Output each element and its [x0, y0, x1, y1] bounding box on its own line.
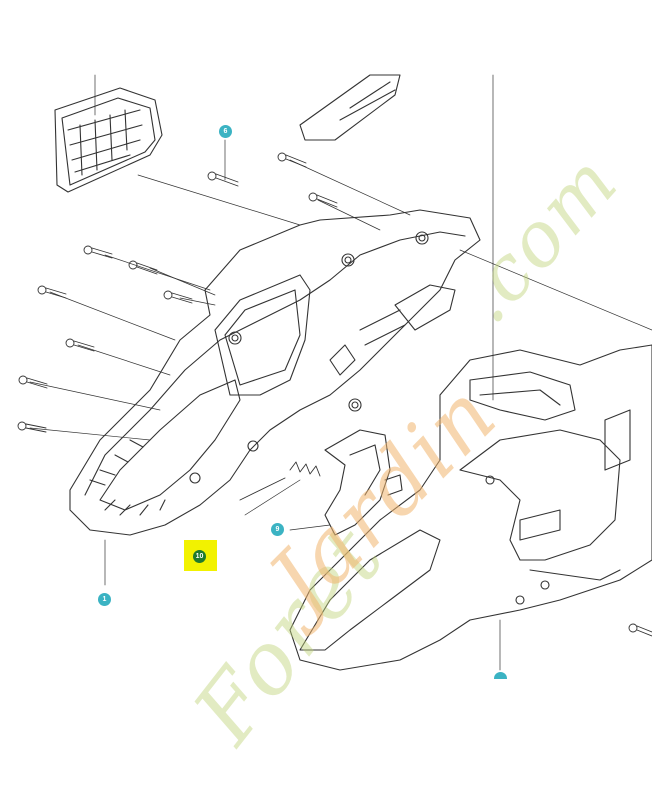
slim-part [299, 74, 401, 141]
leader-lines [29, 74, 652, 671]
screw [37, 285, 67, 299]
screw [163, 290, 193, 304]
handle-housing-left [69, 209, 481, 536]
spring-part [239, 461, 321, 501]
screw [18, 375, 48, 389]
screw [628, 623, 652, 637]
screw [128, 260, 158, 275]
callout-partial [494, 672, 507, 679]
callout-9: 9 [271, 523, 284, 536]
handle-housing-right [289, 344, 652, 671]
screws [17, 152, 652, 637]
trigger-part [324, 429, 403, 536]
cover-part [54, 87, 163, 193]
screw [308, 192, 338, 208]
callout-1: 1 [98, 593, 111, 606]
screw [83, 245, 113, 259]
screw [207, 171, 239, 187]
screw [277, 152, 307, 168]
callout-10: 10 [193, 550, 206, 563]
screw [17, 421, 47, 433]
callout-6: 6 [219, 125, 232, 138]
screw [65, 338, 95, 352]
